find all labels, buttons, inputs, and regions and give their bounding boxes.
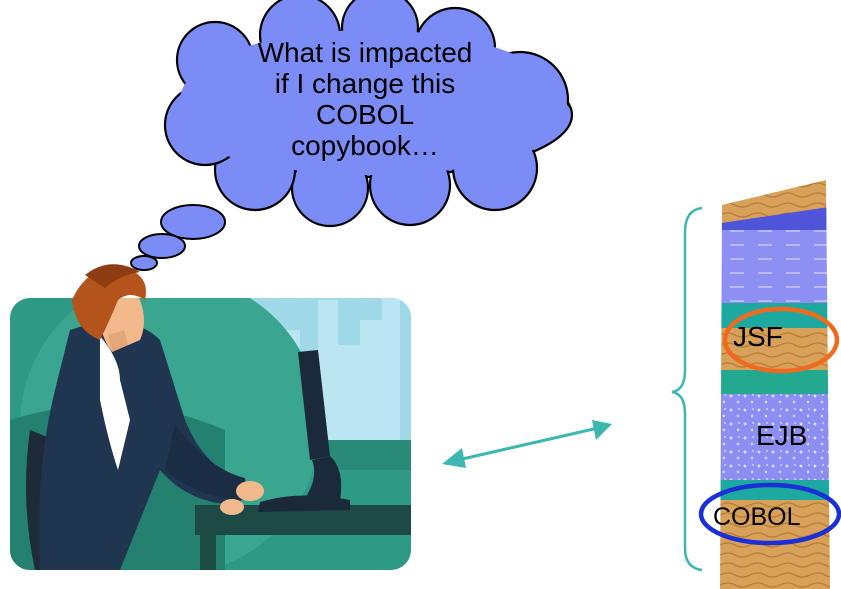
curly-brace-icon — [671, 206, 703, 572]
thought-cloud — [163, 0, 574, 228]
double-headed-arrow-icon — [442, 420, 612, 468]
layer-label-jsf: JSF — [733, 321, 783, 352]
man-at-computer-illustration — [10, 264, 411, 570]
thought-text: What is impacted if I change this COBOL … — [215, 37, 515, 161]
layer-label-cobol: COBOL — [713, 503, 801, 531]
thought-line: COBOL — [315, 99, 415, 130]
thought-bubbles-small — [130, 204, 226, 271]
thought-line: if I change this — [274, 68, 456, 99]
thought-line: copybook… — [291, 130, 439, 161]
thought-line: What is impacted — [257, 37, 473, 68]
layer-label-ejb: EJB — [756, 420, 808, 451]
technology-stack — [720, 180, 830, 589]
jsf-highlight-ellipse — [722, 306, 840, 374]
cobol-highlight-ellipse — [698, 482, 841, 546]
